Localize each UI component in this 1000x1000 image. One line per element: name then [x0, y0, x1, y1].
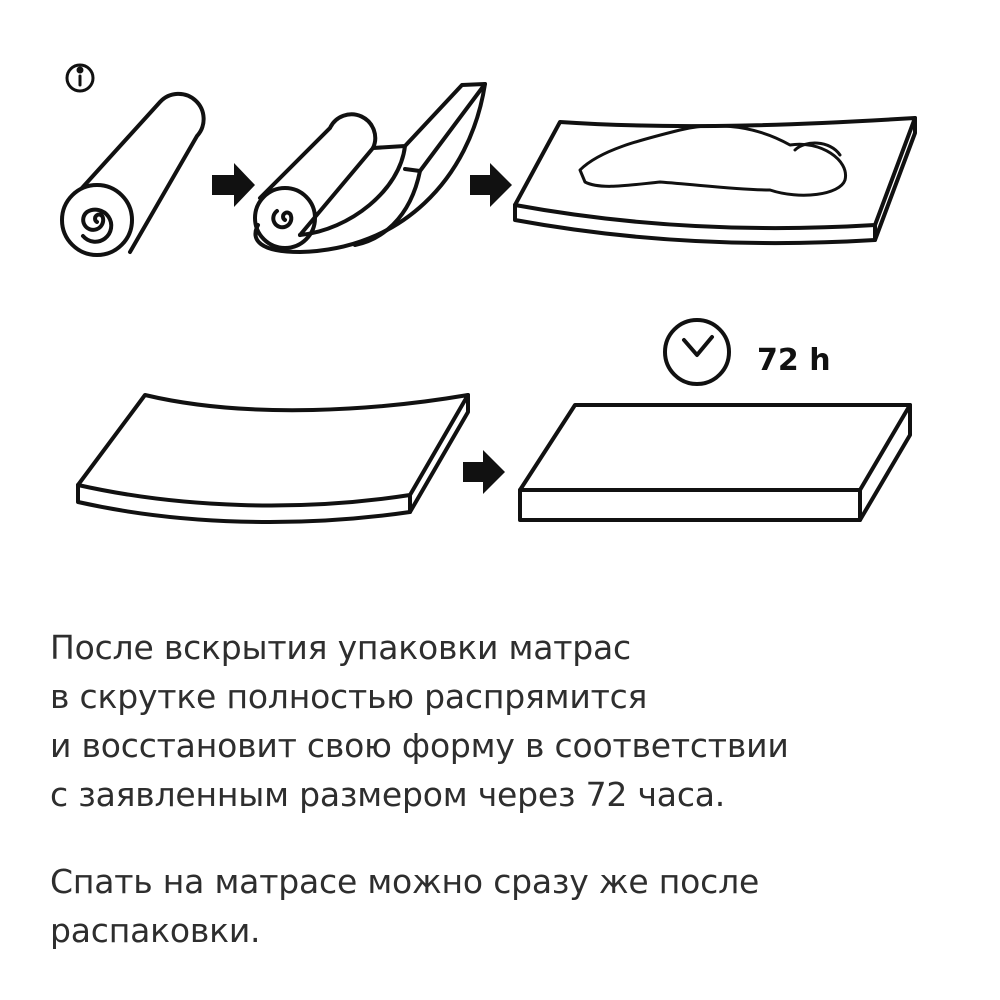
arrow-right-icon: [212, 163, 255, 207]
info-icon: [65, 63, 95, 93]
flat-mattress-icon: [518, 403, 912, 522]
text-line: распаковки.: [50, 911, 261, 950]
rolled-mattress-icon: [60, 91, 206, 257]
arrow-right-icon: [470, 163, 512, 207]
sleep-note-paragraph: Спать на матрасе можно сразу же после ра…: [50, 857, 759, 955]
text-line: После вскрытия упаковки матрас: [50, 628, 631, 667]
unrolling-mattress-icon: [253, 82, 487, 254]
time-label: 72 h: [757, 343, 831, 378]
mattress-with-sleeping-person-icon: [513, 116, 917, 246]
text-line: в скрутке полностью распрямится: [50, 677, 648, 716]
mattress-unpacking-illustration: 72 h: [60, 63, 917, 525]
text-line: с заявленным размером через 72 часа.: [50, 775, 726, 814]
instruction-paragraph: После вскрытия упаковки матрас в скрутке…: [50, 623, 789, 819]
clock-icon: [663, 318, 731, 386]
text-line: Спать на матрасе можно сразу же после: [50, 862, 760, 901]
text-line: и восстановит свою форму в соответствии: [50, 726, 789, 765]
arrow-right-icon: [463, 450, 505, 494]
curved-mattress-icon: [76, 393, 470, 525]
